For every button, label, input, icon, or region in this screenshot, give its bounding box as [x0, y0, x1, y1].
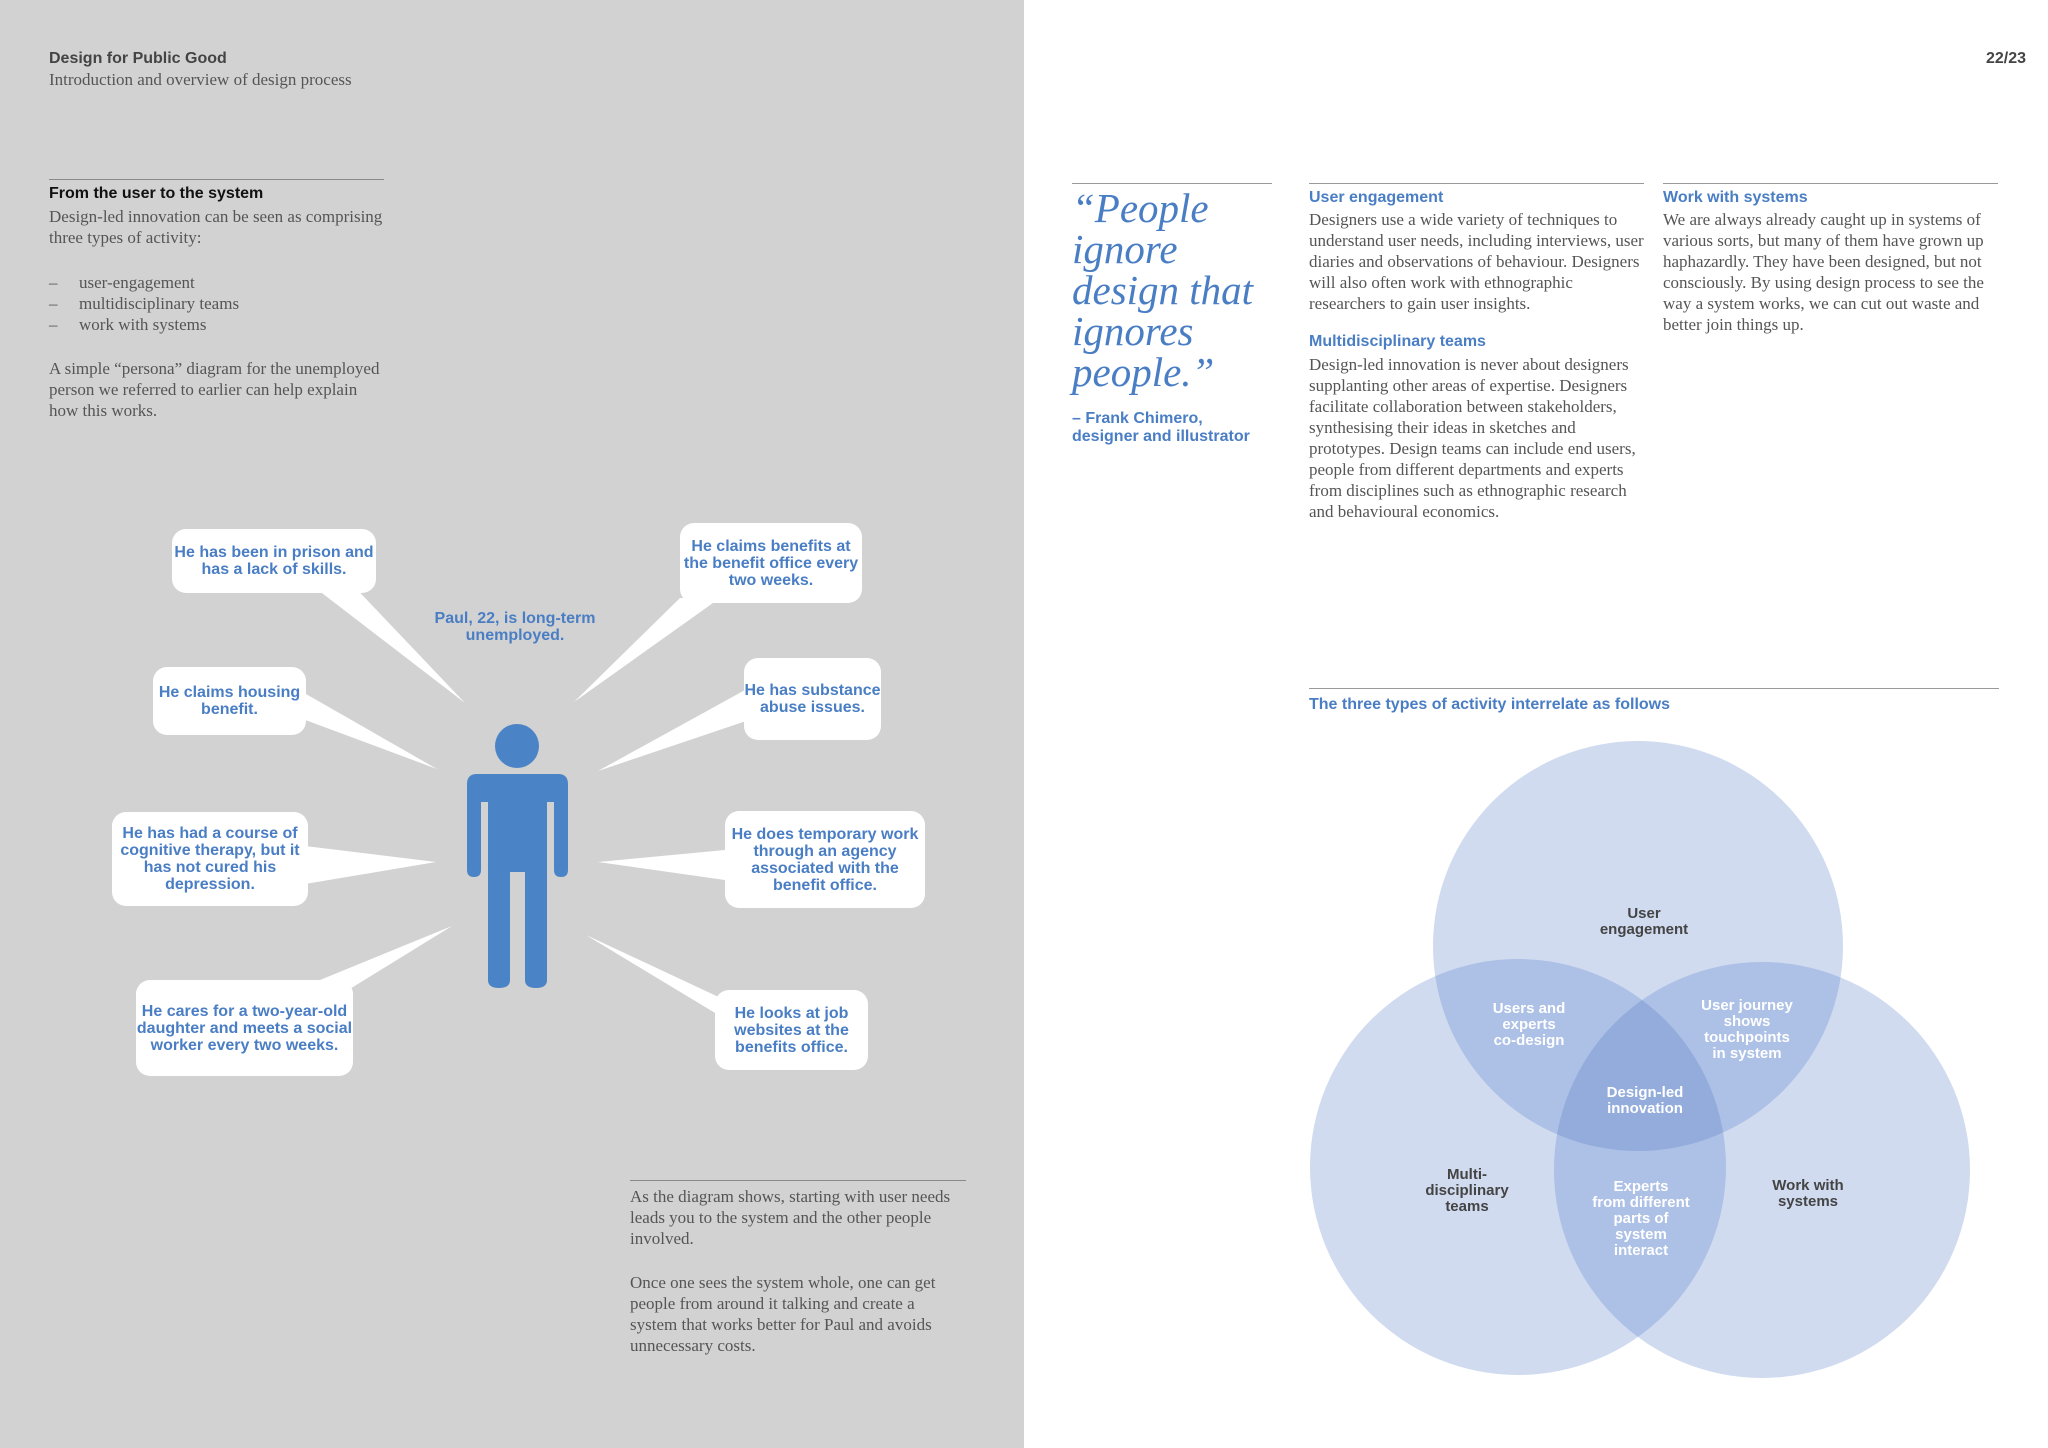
- persona-intro-paragraph: A simple “persona” diagram for the unemp…: [49, 359, 380, 420]
- persona-caption: Paul, 22, is long-term unemployed.: [434, 610, 596, 644]
- document-subtitle: Introduction and overview of design proc…: [49, 70, 352, 89]
- conclusion-paragraph: Once one sees the system whole, one can …: [630, 1273, 936, 1355]
- speech-bubble: He cares for a two-year-old daughter and…: [136, 980, 353, 1076]
- intro-paragraph: Design-led innovation can be seen as com…: [49, 207, 383, 247]
- divider: [49, 179, 384, 180]
- venn-circle-systems: [1554, 962, 1970, 1378]
- right-page: [1024, 0, 2048, 1448]
- systems-heading: Work with systems: [1663, 189, 1808, 206]
- list-item: –user-engagement: [49, 273, 195, 292]
- systems-body: We are always already caught up in syste…: [1663, 210, 1984, 334]
- speech-bubble: He has substance abuse issues.: [744, 658, 881, 740]
- bubble-tails: [292, 580, 755, 1022]
- page-number: 22/23: [1985, 50, 2026, 67]
- speech-bubble: He claims benefits at the benefit office…: [680, 523, 862, 603]
- venn-circle-multidisciplinary: [1310, 959, 1726, 1375]
- document-title: Design for Public Good: [49, 50, 227, 67]
- pull-quote: “People ignore design that ignores peopl…: [1072, 185, 1254, 395]
- bubble-tail: [320, 926, 452, 995]
- divider: [1663, 183, 1998, 184]
- section-heading: From the user to the system: [49, 185, 264, 202]
- bubble-tail: [305, 846, 436, 884]
- divider: [1309, 688, 1999, 689]
- divider: [1072, 183, 1272, 184]
- user-engagement-body: Designers use a wide variety of techniqu…: [1309, 210, 1644, 313]
- bubble-tail: [292, 686, 437, 769]
- speech-bubble: He has been in prison and has a lack of …: [172, 529, 376, 593]
- divider: [1309, 183, 1644, 184]
- quote-attribution: – Frank Chimero, designer and illustrato…: [1072, 410, 1250, 445]
- list-item: –multidisciplinary teams: [49, 294, 240, 313]
- divider: [630, 1180, 966, 1181]
- multidisciplinary-body: Design-led innovation is never about des…: [1309, 355, 1636, 521]
- venn-circle-user-engagement: [1433, 741, 1843, 1151]
- bubble-tail: [598, 690, 755, 771]
- bubble-tail: [598, 850, 725, 880]
- activity-list: –user-engagement –multidisciplinary team…: [49, 272, 239, 335]
- bubble-tail: [586, 935, 730, 1022]
- multidisciplinary-heading: Multidisciplinary teams: [1309, 333, 1486, 350]
- venn-title: The three types of activity interrelate …: [1309, 696, 1670, 713]
- bubble-tail: [574, 598, 720, 702]
- speech-bubble: He has had a course of cognitive therapy…: [112, 812, 308, 906]
- speech-bubble: He does temporary work through an agency…: [725, 811, 925, 908]
- user-engagement-heading: User engagement: [1309, 189, 1444, 206]
- conclusion-paragraph: As the diagram shows, starting with user…: [630, 1187, 951, 1248]
- list-item: –work with systems: [49, 315, 207, 334]
- speech-bubble: He claims housing benefit.: [153, 667, 306, 735]
- left-page: Design for Public Good Introduction and …: [0, 0, 1024, 1448]
- speech-bubble: He looks at job websites at the benefits…: [715, 990, 868, 1070]
- bubble-tail: [305, 580, 465, 703]
- person-icon: [467, 724, 568, 988]
